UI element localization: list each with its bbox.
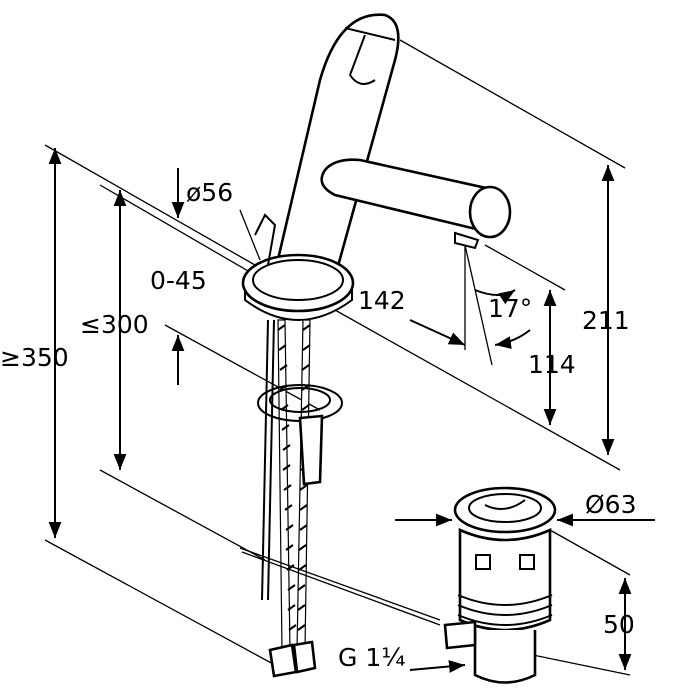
dim-angle-range: 0-45 bbox=[150, 266, 207, 295]
faucet bbox=[239, 13, 512, 678]
dim-waste-thread: G 1¼ bbox=[338, 643, 406, 672]
dim-spout-height: 114 bbox=[528, 350, 576, 379]
dim-min-hose-length: ≥350 bbox=[0, 343, 69, 372]
dim-spout-reach: 142 bbox=[358, 286, 406, 315]
extension-lines bbox=[44, 39, 631, 676]
dim-base-diameter: ø56 bbox=[186, 178, 234, 207]
dim-waste-height: 50 bbox=[603, 610, 635, 639]
dim-total-height: 211 bbox=[582, 306, 630, 335]
dim-max-hole-depth: ≤300 bbox=[80, 310, 149, 339]
waste-fitting bbox=[443, 486, 557, 684]
dim-waste-diameter: Ø63 bbox=[585, 490, 637, 519]
dim-spout-angle: 17° bbox=[488, 294, 533, 323]
dimension-lines bbox=[48, 148, 655, 673]
